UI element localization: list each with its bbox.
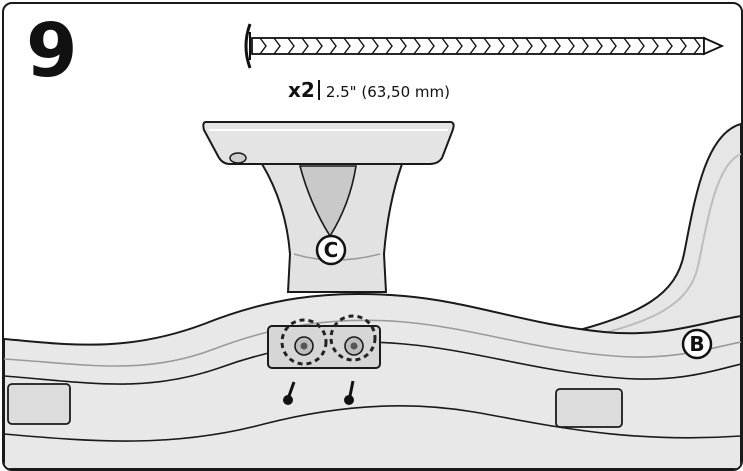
step-number: 9 xyxy=(26,8,78,94)
mount-plate xyxy=(267,314,381,369)
small-screw-left xyxy=(283,381,296,405)
hardware-quantity: x2 xyxy=(288,78,315,102)
callout-c: C xyxy=(315,234,347,266)
callout-c-label: C xyxy=(324,238,339,262)
hardware-size: 2.5" (63,50 mm) xyxy=(325,83,450,101)
right-slot xyxy=(555,388,623,428)
assembly-illustration: C B xyxy=(4,23,741,469)
callout-b-label: B xyxy=(689,332,704,356)
highlight-right xyxy=(329,314,377,362)
back-panel-b xyxy=(563,122,741,346)
left-slot xyxy=(7,383,71,425)
callout-b: B xyxy=(681,328,713,360)
bracket-c xyxy=(202,121,455,293)
screw-icon xyxy=(244,23,725,69)
hardware-label: x2 2.5" (63,50 mm) xyxy=(288,78,450,102)
separator xyxy=(317,80,320,100)
small-screw-right xyxy=(344,380,355,405)
highlight-left xyxy=(280,318,328,366)
